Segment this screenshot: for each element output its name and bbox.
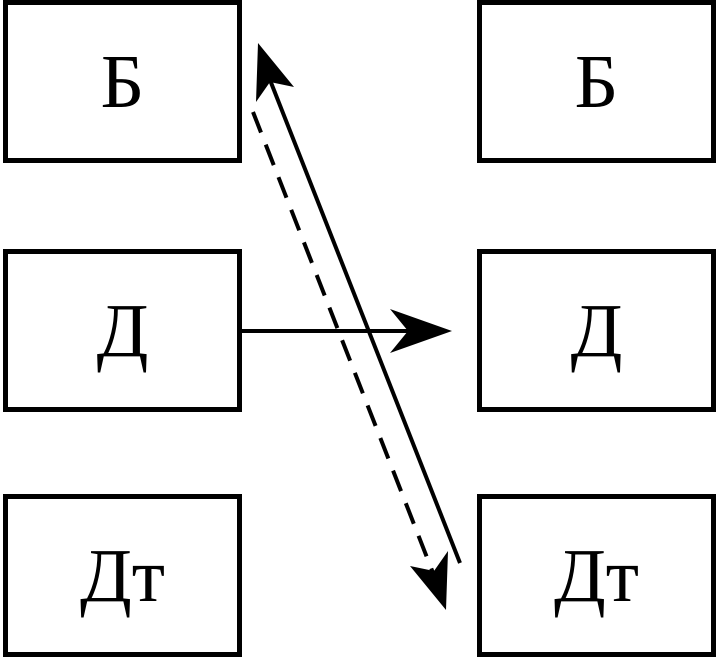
right-box-dt: Дт xyxy=(477,494,716,657)
right-box-d-label: Д xyxy=(570,288,623,373)
left-box-b: Б xyxy=(3,0,242,163)
arrow-d-to-d xyxy=(240,309,452,353)
left-box-dt-label: Дт xyxy=(79,533,166,618)
right-box-b: Б xyxy=(477,0,716,163)
arrow-b-to-dt-dashed xyxy=(251,111,448,610)
right-box-b-label: Б xyxy=(574,39,619,124)
left-box-d-label: Д xyxy=(96,288,149,373)
arrow-dt-to-b-solid xyxy=(256,43,462,564)
right-box-d: Д xyxy=(477,249,716,412)
left-box-b-label: Б xyxy=(100,39,145,124)
right-box-dt-label: Дт xyxy=(553,533,640,618)
left-box-dt: Дт xyxy=(3,494,242,657)
left-box-d: Д xyxy=(3,249,242,412)
